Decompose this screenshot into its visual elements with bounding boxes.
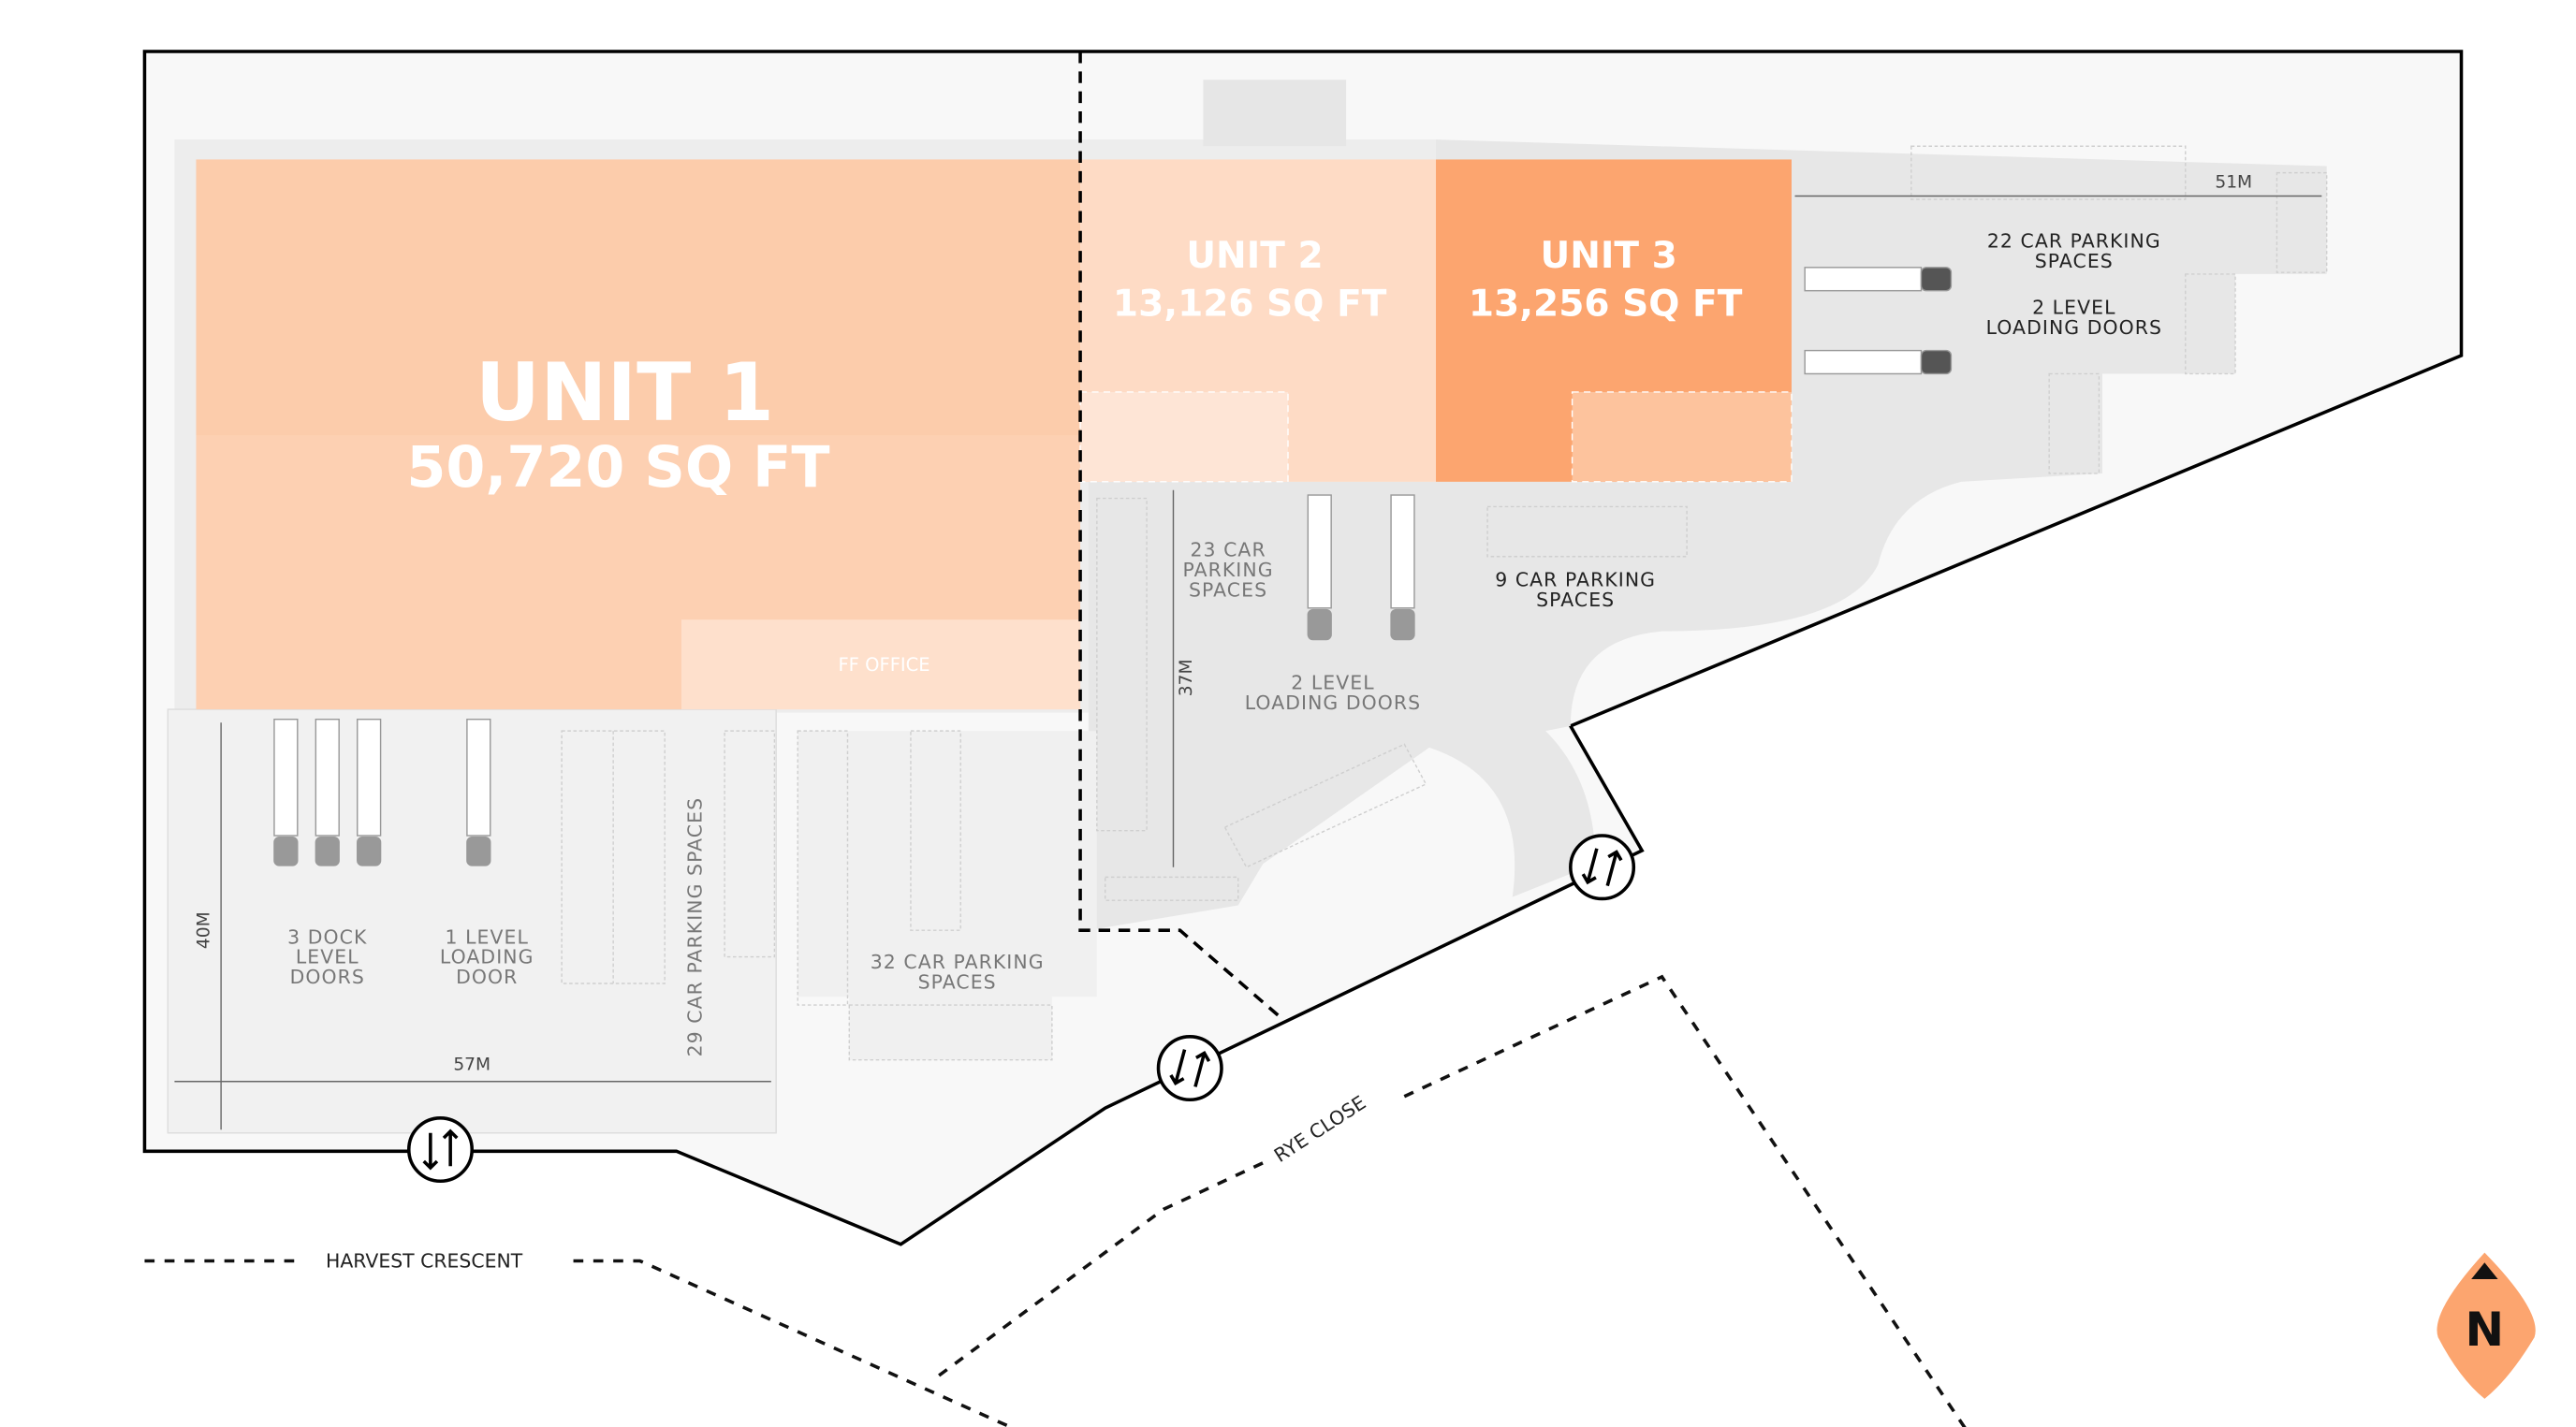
rye-close-label: RYE CLOSE [1270,1091,1370,1167]
unit-2-office [1079,391,1289,483]
unit-3-area: 13,256 SQ FT [1469,283,1743,325]
unit-boundary-line [1078,51,1281,1018]
dimension-40m: 40M [195,911,214,949]
svg-text:N: N [2466,1303,2505,1357]
two-way-access-icon [1156,1035,1223,1102]
truck-icon [273,267,1953,866]
parking-bays [561,145,2328,1061]
north-arrow-icon: N [2437,1252,2536,1399]
two-way-access-icon [1569,834,1636,901]
unit-3-name: UNIT 3 [1541,235,1677,277]
dimension-51m: 51M [2215,173,2252,193]
parking-29-label: 29 CAR PARKING SPACES [683,797,706,1056]
unit-3-office [1571,391,1793,483]
unit-1-upper [196,159,1081,436]
unit-2-area: 13,126 SQ FT [1113,283,1387,325]
unit-1-area: 50,720 SQ FT [406,435,829,501]
road-lines [144,974,1967,1427]
unit-2-name: UNIT 2 [1186,235,1323,277]
dimension-57m: 57M [453,1055,490,1074]
dimension-37m: 37M [1177,659,1196,696]
ff-office[interactable] [681,619,1081,710]
ff-office-label: FF OFFICE [838,654,929,676]
dimension-lines [174,195,2322,1130]
two-way-access-icon [406,1116,475,1184]
harvest-crescent-label: HARVEST CRESCENT [326,1250,523,1273]
unit-1-name: UNIT 1 [476,347,774,440]
